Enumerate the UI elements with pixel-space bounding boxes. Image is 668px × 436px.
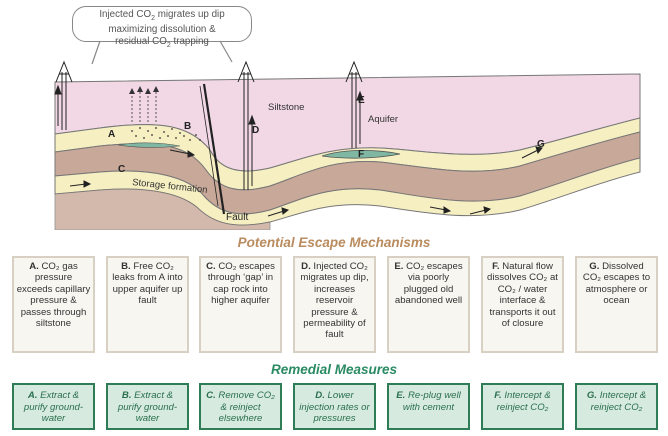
label-e: E — [358, 95, 365, 106]
remedy-text: Extract & purify ground-water — [117, 390, 178, 425]
callout-line-1: Injected CO2 migrates up dip — [99, 9, 225, 22]
escape-letter: F. — [492, 261, 500, 272]
escape-box-c: C. CO₂ escapes through ‘gap’ in cap rock… — [199, 256, 282, 353]
remedy-letter: D. — [315, 390, 325, 401]
remedy-letter: B. — [121, 390, 132, 401]
escape-text: CO₂ escapes through ‘gap’ in cap rock in… — [207, 261, 275, 307]
callout-line-3: residual CO2 trapping — [115, 35, 209, 49]
well-middle — [237, 60, 255, 190]
co2-plume-f — [321, 149, 401, 159]
leak-arrows-a — [131, 90, 157, 122]
escape-text: CO₂ escapes via poorly plugged old aband… — [394, 261, 463, 307]
callout-bubble: Injected CO2 migrates up dip maximizing … — [72, 6, 252, 49]
fault-line — [202, 83, 226, 215]
remedy-box-d: D. Lower injection rates or pressures — [293, 383, 376, 430]
label-a: A — [108, 129, 115, 140]
label-g: G — [537, 139, 545, 150]
label-c: C — [118, 164, 125, 175]
escape-text: CO₂ gas pressure exceeds capillary press… — [16, 261, 91, 330]
co2-plume-a — [117, 142, 181, 148]
escape-text: Dissolved CO₂ escapes to atmosphere or o… — [582, 261, 651, 307]
remedy-letter: A. — [27, 390, 38, 401]
escape-letter: B. — [121, 261, 131, 272]
escape-letter: C. — [206, 261, 216, 272]
label-b: B — [184, 121, 191, 132]
escape-letter: A. — [29, 261, 39, 272]
escape-box-b: B. Free CO₂ leaks from A into upper aqui… — [106, 256, 189, 353]
label-d: D — [252, 125, 259, 136]
remedy-box-g: G. Intercept & reinject CO₂ — [575, 383, 658, 430]
lower-layer — [54, 188, 271, 230]
remedy-letter: G. — [586, 390, 598, 401]
escape-letter: G. — [589, 261, 600, 272]
label-f: F — [358, 149, 364, 160]
escape-box-d: D. Injected CO₂ migrates up dip, increas… — [293, 256, 376, 353]
escape-text: Natural flow dissolves CO₂ at CO₂ / wate… — [487, 261, 558, 330]
remedial-title: Remedial Measures — [270, 362, 398, 377]
gas-bubbles — [131, 127, 201, 141]
remedy-text: Remove CO₂ & reinject elsewhere — [215, 390, 275, 425]
remedy-text: Lower injection rates or pressures — [299, 390, 370, 425]
escape-letter: D. — [301, 261, 311, 272]
escape-box-e: E. CO₂ escapes via poorly plugged old ab… — [387, 256, 470, 353]
remedy-box-a: A. Extract & purify ground-water — [12, 383, 95, 430]
geology-cross-section: Siltstone Aquifer Storage formation Faul… — [54, 60, 641, 230]
escape-box-a: A. CO₂ gas pressure exceeds capillary pr… — [12, 256, 95, 353]
remedy-text: Intercept & reinject CO₂ — [496, 390, 551, 413]
remedy-letter: E. — [396, 390, 406, 401]
remedy-text: Re-plug well with cement — [402, 390, 461, 413]
escape-text: Free CO₂ leaks from A into upper aquifer… — [112, 261, 183, 307]
remedy-letter: C. — [206, 390, 216, 401]
well-right — [345, 60, 363, 148]
escape-box-g: G. Dissolved CO₂ escapes to atmosphere o… — [575, 256, 658, 353]
remedy-box-c: C. Remove CO₂ & reinject elsewhere — [199, 383, 282, 430]
flow-arrows — [69, 146, 543, 217]
remedy-box-f: F. Intercept & reinject CO₂ — [481, 383, 564, 430]
escape-title: Potential Escape Mechanisms — [237, 235, 431, 250]
remedy-box-e: E. Re-plug well with cement — [387, 383, 470, 430]
label-fault: Fault — [226, 212, 248, 223]
escape-box-f: F. Natural flow dissolves CO₂ at CO₂ / w… — [481, 256, 564, 353]
callout-line-2: maximizing dissolution & — [108, 24, 216, 36]
escape-letter: E. — [394, 261, 404, 272]
label-aquifer: Aquifer — [368, 114, 398, 125]
remedy-box-b: B. Extract & purify ground-water — [106, 383, 189, 430]
remedy-text: Extract & purify ground-water — [23, 390, 84, 425]
callout-pointers — [91, 40, 233, 65]
remedy-letter: F. — [494, 390, 502, 401]
label-siltstone: Siltstone — [268, 102, 304, 113]
escape-text: Injected CO₂ migrates up dip, increases … — [300, 261, 369, 341]
well-left — [55, 60, 73, 130]
remedy-text: Intercept & reinject CO₂ — [590, 390, 647, 413]
